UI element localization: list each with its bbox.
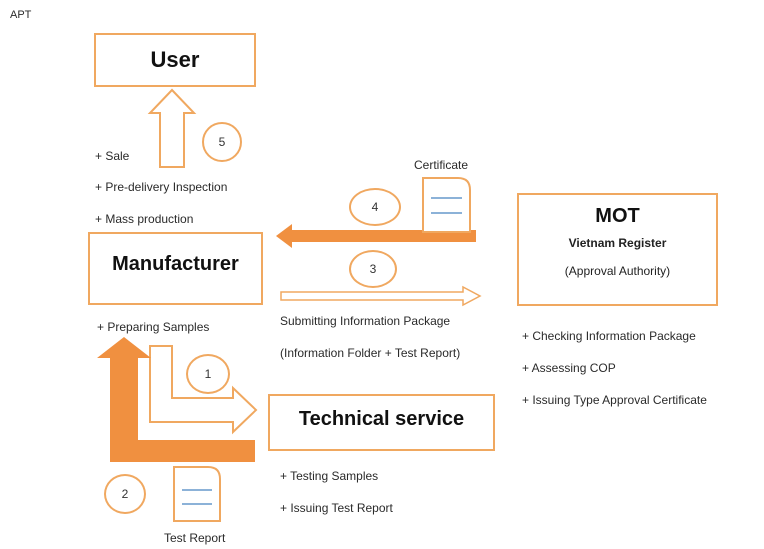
manufacturer-box: Manufacturer: [88, 232, 263, 305]
submission-line-1: Submitting Information Package: [280, 314, 451, 328]
mot-task-issuing: + Issuing Type Approval Certificate: [522, 393, 707, 407]
manufacturer-task-preparing-samples: + Preparing Samples: [97, 320, 210, 334]
mot-task-cop: + Assessing COP: [522, 361, 616, 375]
test-report-label: Test Report: [164, 531, 226, 545]
arrow-step-2: [97, 337, 255, 462]
manufacturer-title: Manufacturer: [112, 253, 239, 275]
submission-line-2: (Information Folder + Test Report): [280, 346, 461, 360]
step-3-circle: 3: [349, 250, 397, 288]
arrow-step-3: [280, 285, 482, 307]
manufacturer-task-mass-production: + Mass production: [95, 212, 194, 226]
mot-task-checking: + Checking Information Package: [522, 329, 696, 343]
technical-service-title: Technical service: [298, 408, 465, 430]
technical-task-testing: + Testing Samples: [280, 469, 379, 483]
mot-box: MOT Vietnam Register (Approval Authority…: [517, 193, 718, 306]
arrow-step-1: [149, 345, 258, 435]
manufacturer-task-sale: + Sale: [95, 149, 130, 163]
user-box: User: [94, 33, 256, 87]
manufacturer-task-inspection: + Pre-delivery Inspection: [95, 180, 228, 194]
step-1-circle: 1: [186, 354, 230, 394]
arrow-step-4-head: [276, 224, 292, 248]
step-4-circle: 4: [349, 188, 401, 226]
corner-label: APT: [10, 9, 32, 21]
step-5-circle: 5: [202, 122, 242, 162]
step-2-circle: 2: [104, 474, 146, 514]
technical-service-box: Technical service: [268, 394, 495, 451]
technical-task-report: + Issuing Test Report: [280, 501, 393, 515]
mot-title: MOT: [595, 205, 640, 227]
mot-role: (Approval Authority): [564, 264, 671, 278]
certificate-document-icon: [422, 177, 471, 233]
test-report-document-icon: [173, 466, 221, 522]
certificate-label: Certificate: [414, 158, 469, 172]
user-title: User: [150, 47, 200, 72]
arrow-step-5: [147, 88, 197, 168]
mot-subtitle: Vietnam Register: [568, 236, 667, 250]
